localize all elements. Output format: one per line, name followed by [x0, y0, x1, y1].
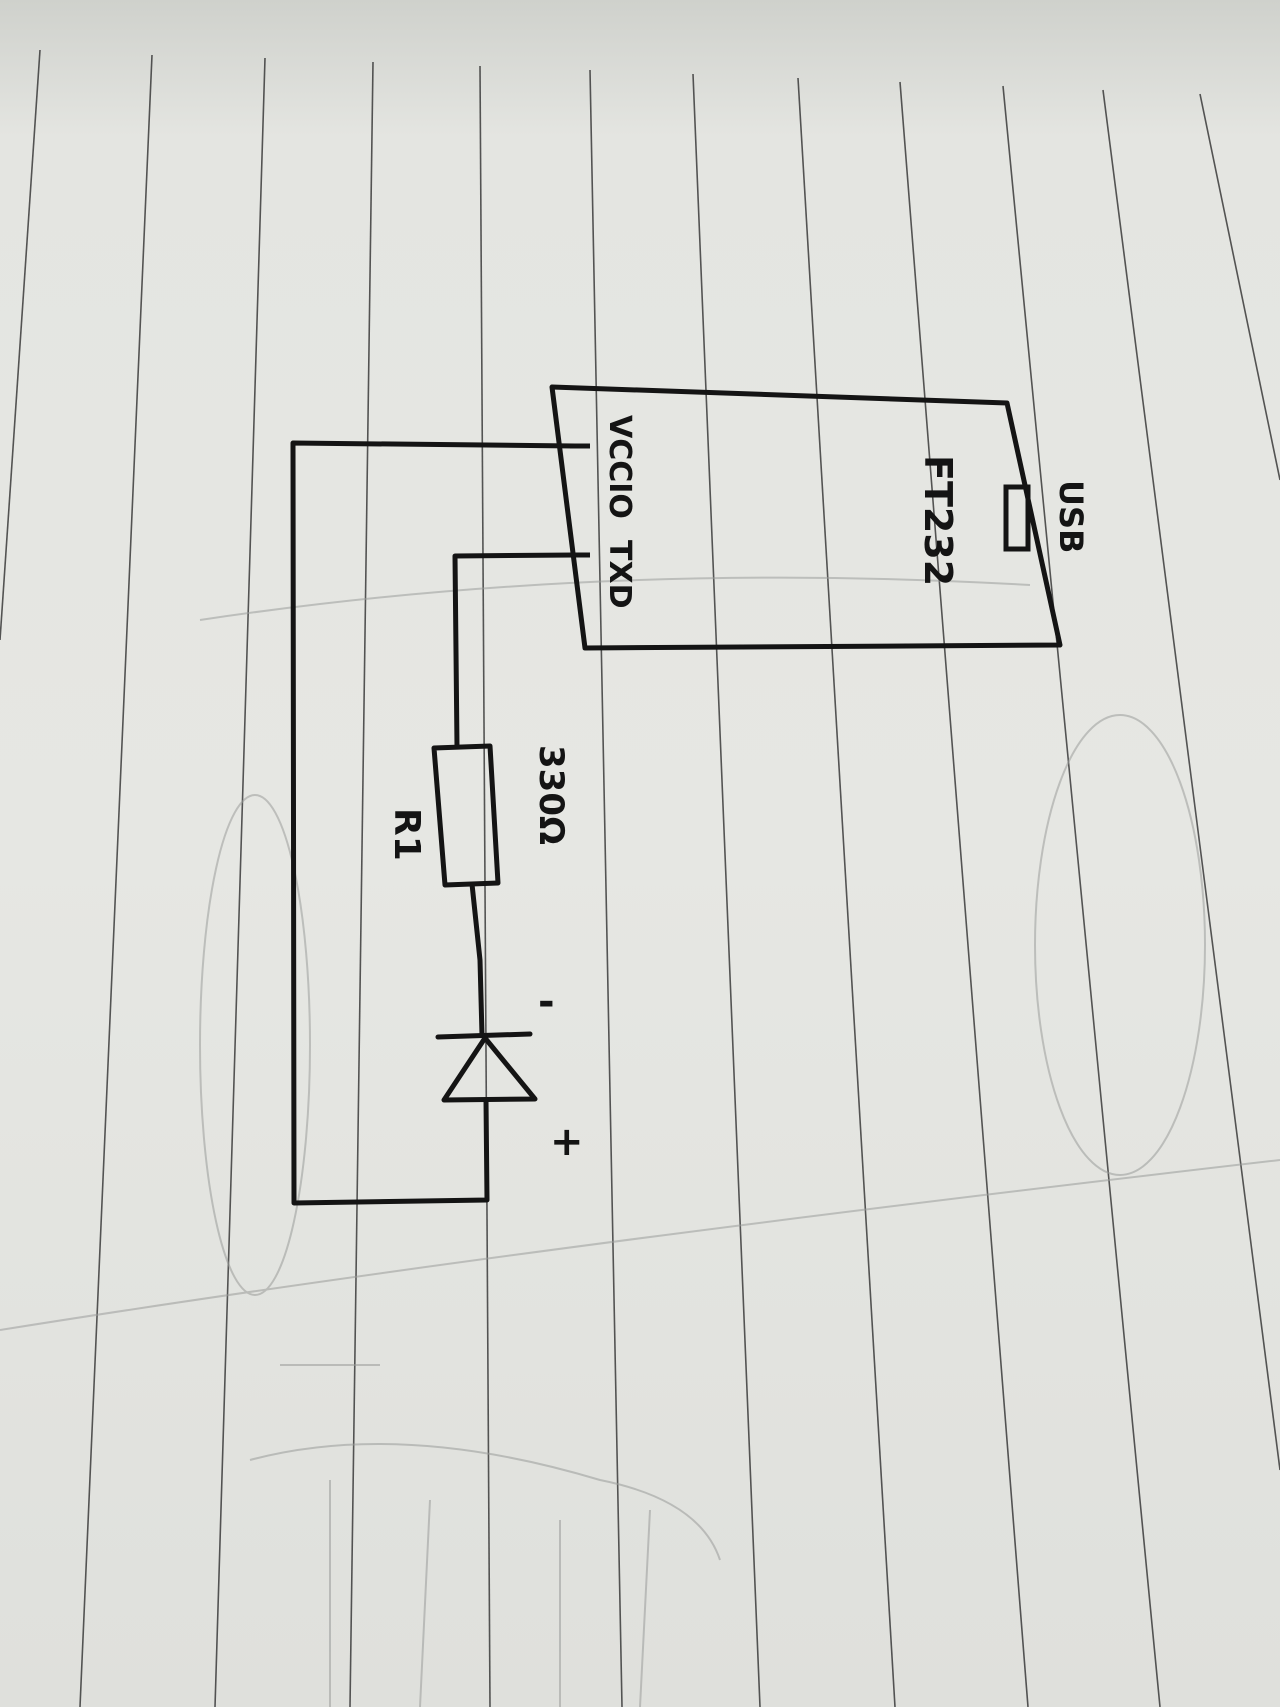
- svg-text:-: -: [538, 979, 555, 1025]
- led: [435, 1031, 538, 1103]
- label-r1-ref: R1: [386, 808, 427, 861]
- wire-r1-led: [469, 881, 485, 1038]
- paper-rule-lines: [0, 49, 1280, 1707]
- resistor-r1: [431, 743, 501, 888]
- wire-vccio: [290, 440, 578, 1206]
- svg-text:USB: USB: [1052, 480, 1090, 553]
- svg-text:R1: R1: [386, 808, 427, 861]
- label-ft232: FT232: [916, 455, 960, 586]
- pencil-residue: [0, 576, 1280, 1707]
- label-led-minus: -: [538, 979, 555, 1025]
- label-r1-value: 330Ω: [531, 745, 571, 845]
- usb-connector: [1003, 484, 1031, 552]
- wire-txd: [452, 552, 578, 750]
- svg-text:TXD: TXD: [602, 540, 637, 609]
- ft232-module: [549, 384, 1063, 651]
- led-cathode-bar: [435, 1031, 533, 1040]
- svg-text:VCCIO: VCCIO: [602, 415, 637, 519]
- label-usb: USB: [1052, 480, 1090, 553]
- wires: [290, 440, 578, 1206]
- label-txd: TXD: [602, 540, 637, 609]
- svg-text:+: +: [550, 1119, 584, 1165]
- svg-text:330Ω: 330Ω: [531, 745, 571, 845]
- svg-text:FT232: FT232: [916, 455, 960, 586]
- label-led-plus: +: [550, 1119, 584, 1165]
- label-vccio: VCCIO: [602, 415, 637, 519]
- led-triangle: [441, 1035, 538, 1103]
